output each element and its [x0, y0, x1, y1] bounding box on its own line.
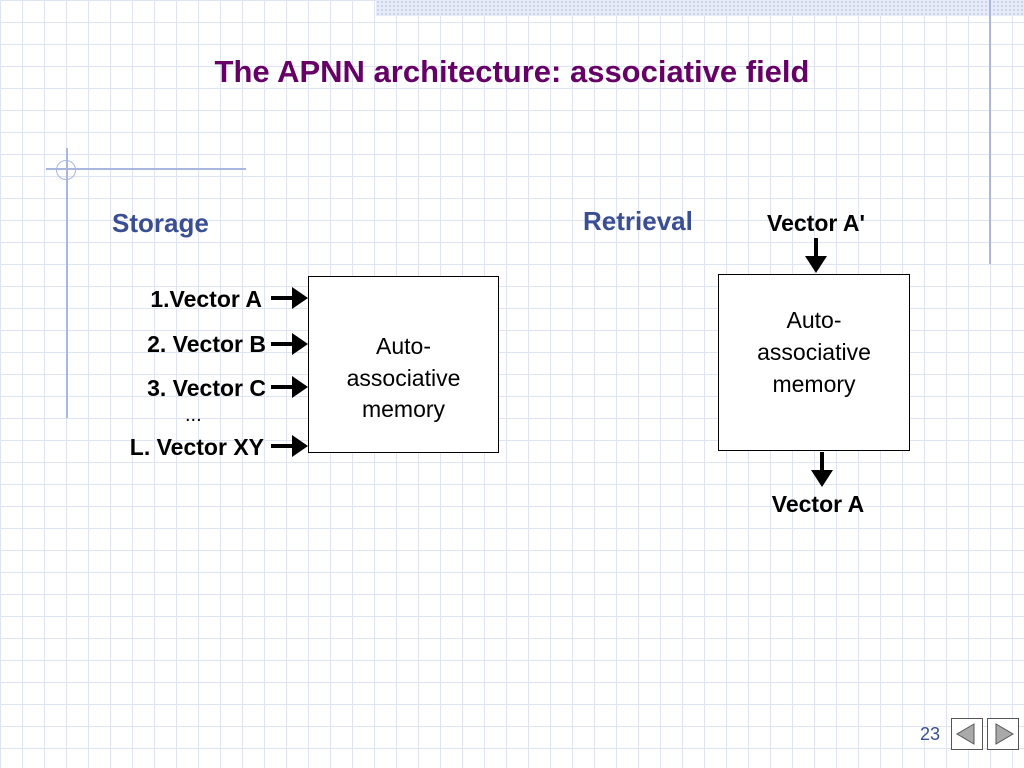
storage-arrow-3	[271, 376, 308, 398]
storage-memory-line-2: associative	[346, 365, 461, 391]
retrieval-memory-line-2: associative	[757, 339, 871, 365]
slide-title: The APNN architecture: associative field	[214, 54, 810, 89]
retrieval-output-label: Vector A	[771, 491, 865, 517]
horizontal-rule	[46, 168, 246, 170]
storage-heading: Storage	[112, 208, 209, 238]
retrieval-memory-line-1: Auto-	[786, 307, 842, 333]
storage-input-3: 3. Vector C	[147, 375, 266, 401]
storage-memory-box: Auto- associative memory	[308, 276, 499, 453]
storage-arrow-1	[271, 287, 308, 309]
retrieval-memory-line-3: memory	[772, 371, 856, 397]
triangle-left-icon	[956, 723, 975, 745]
vertical-rule-left	[66, 148, 68, 418]
retrieval-heading: Retrieval	[583, 206, 693, 236]
storage-input-1: 1.Vector A	[150, 286, 262, 312]
storage-ellipsis: ...	[185, 404, 202, 426]
storage-memory-line-3: memory	[361, 396, 446, 422]
retrieval-memory-box: Auto- associative memory	[718, 274, 910, 451]
next-slide-button[interactable]	[987, 718, 1019, 750]
retrieval-output-arrow	[811, 452, 833, 487]
top-decorative-band	[376, 0, 1024, 16]
triangle-right-icon	[995, 723, 1014, 745]
storage-arrow-2	[271, 333, 308, 355]
decorative-circle	[56, 160, 76, 180]
storage-input-2: 2. Vector B	[147, 331, 266, 357]
retrieval-input-label: Vector A'	[767, 210, 865, 236]
vertical-rule-right	[989, 0, 991, 264]
retrieval-input-arrow	[805, 238, 827, 273]
page-number: 23	[919, 724, 940, 744]
prev-slide-button[interactable]	[951, 718, 983, 750]
storage-input-last: L. Vector XY	[129, 434, 264, 460]
storage-arrow-last	[271, 435, 308, 457]
storage-memory-line-1: Auto-	[376, 333, 431, 359]
